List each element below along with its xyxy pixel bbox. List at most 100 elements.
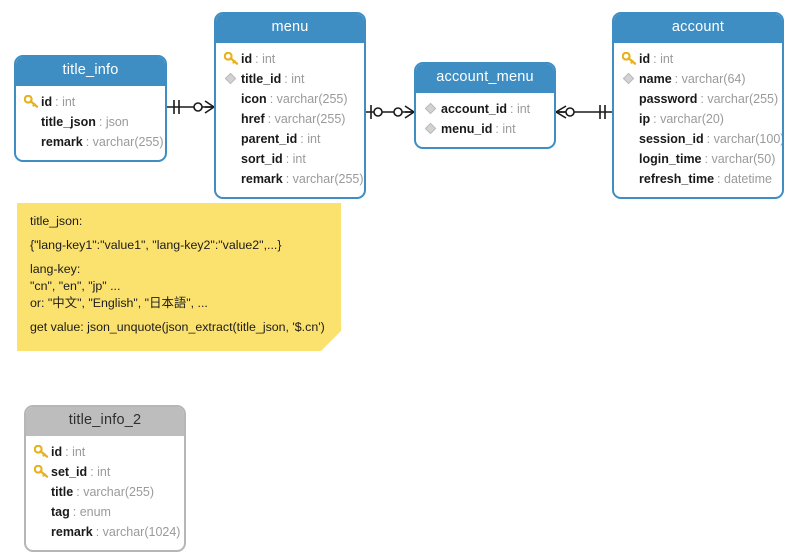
- note-line: lang-key:: [30, 262, 81, 276]
- field-type: : varchar(255): [85, 134, 164, 149]
- field-name: remark: [51, 524, 93, 539]
- primary-key-icon: [622, 52, 639, 66]
- foreign-key-diamond-icon: [424, 122, 441, 136]
- field-name: id: [51, 444, 63, 459]
- field-marker-none: [34, 505, 51, 519]
- primary-key-icon: [34, 465, 51, 479]
- field-marker-none: [224, 112, 241, 126]
- field-type: : varchar(255): [285, 171, 364, 186]
- field-row[interactable]: title_json: json: [24, 112, 157, 132]
- field-marker-none: [24, 135, 41, 149]
- field-row[interactable]: login_time: varchar(50): [622, 149, 776, 169]
- field-name: ip: [639, 111, 651, 126]
- field-row[interactable]: password: varchar(255): [622, 89, 778, 109]
- field-type: : varchar(50): [704, 151, 776, 166]
- note-fold-corner-icon: [321, 331, 341, 351]
- field-name: password: [639, 91, 698, 106]
- field-name: menu_id: [441, 121, 493, 136]
- field-row[interactable]: title: varchar(255): [34, 482, 176, 502]
- field-marker-none: [622, 92, 639, 106]
- entity-title_info[interactable]: title_info id: int title_json: json rem: [14, 55, 167, 162]
- field-row[interactable]: refresh_time: datetime: [622, 169, 774, 189]
- field-row[interactable]: parent_id: int: [224, 129, 356, 149]
- note-line: {"lang-key1":"value1", "lang-key2":"valu…: [30, 238, 282, 252]
- field-marker-none: [622, 112, 639, 126]
- field-name: title: [51, 484, 74, 499]
- foreign-key-diamond-icon: [622, 72, 639, 86]
- field-name: name: [639, 71, 672, 86]
- entity-menu-header: menu: [216, 14, 364, 43]
- field-type: : varchar(255): [267, 111, 346, 126]
- field-marker-none: [24, 115, 41, 129]
- field-marker-none: [224, 132, 241, 146]
- field-type: : int: [65, 444, 86, 459]
- field-row[interactable]: account_id: int: [424, 99, 546, 119]
- field-row[interactable]: remark: varchar(255): [224, 169, 364, 189]
- entity-account[interactable]: account id: int name: varc: [612, 12, 784, 199]
- field-type: : int: [653, 51, 674, 66]
- field-type: : enum: [72, 504, 111, 519]
- field-name: id: [639, 51, 651, 66]
- entity-title_info_2[interactable]: title_info_2 id: int: [24, 405, 186, 552]
- field-name: href: [241, 111, 265, 126]
- field-row[interactable]: set_id: int: [34, 462, 176, 482]
- entity-title_info-header: title_info: [16, 57, 165, 86]
- field-row[interactable]: title_id: int: [224, 69, 356, 89]
- foreign-key-diamond-icon: [224, 72, 241, 86]
- field-type: : varchar(20): [653, 111, 724, 126]
- field-type: : int: [90, 464, 111, 479]
- field-name: tag: [51, 504, 70, 519]
- field-row[interactable]: session_id: varchar(100): [622, 129, 782, 149]
- field-row[interactable]: ip: varchar(20): [622, 109, 774, 129]
- note-line: or: "中文", "English", "日本語", ...: [30, 296, 208, 310]
- field-row[interactable]: href: varchar(255): [224, 109, 356, 129]
- field-type: : int: [510, 101, 531, 116]
- field-type: : varchar(1024): [95, 524, 181, 539]
- field-row[interactable]: icon: varchar(255): [224, 89, 356, 109]
- sticky-note-text: title_json: {"lang-key1":"value1", "lang…: [17, 203, 341, 335]
- field-type: : int: [285, 151, 306, 166]
- field-row[interactable]: id: int: [34, 442, 176, 462]
- field-name: set_id: [51, 464, 88, 479]
- field-marker-none: [224, 152, 241, 166]
- foreign-key-diamond-icon: [424, 102, 441, 116]
- field-type: : varchar(100): [706, 131, 784, 146]
- field-row[interactable]: menu_id: int: [424, 119, 546, 139]
- entity-account_menu[interactable]: account_menu account_id: int menu_id: in…: [414, 62, 556, 149]
- entity-account-header: account: [614, 14, 782, 43]
- field-name: remark: [41, 134, 83, 149]
- field-row[interactable]: id: int: [224, 49, 356, 69]
- field-name: title_id: [241, 71, 282, 86]
- field-row[interactable]: name: varchar(64): [622, 69, 774, 89]
- note-line: get value: json_unquote(json_extract(tit…: [30, 320, 325, 334]
- sticky-note-title_json[interactable]: title_json: {"lang-key1":"value1", "lang…: [17, 203, 341, 351]
- field-name: remark: [241, 171, 283, 186]
- field-marker-none: [622, 152, 639, 166]
- field-type: : varchar(255): [700, 91, 779, 106]
- field-row[interactable]: sort_id: int: [224, 149, 356, 169]
- field-name: sort_id: [241, 151, 283, 166]
- field-row[interactable]: remark: varchar(255): [24, 132, 164, 152]
- entity-title_info-fields: id: int title_json: json remark: varchar…: [16, 86, 165, 160]
- field-marker-none: [224, 92, 241, 106]
- field-name: login_time: [639, 151, 702, 166]
- entity-menu[interactable]: menu id: int title_id: int: [214, 12, 366, 199]
- field-name: id: [241, 51, 253, 66]
- primary-key-icon: [24, 95, 41, 109]
- field-type: : varchar(64): [674, 71, 746, 86]
- field-name: title_json: [41, 114, 96, 129]
- field-row[interactable]: remark: varchar(1024): [34, 522, 180, 542]
- field-row[interactable]: tag: enum: [34, 502, 176, 522]
- field-row[interactable]: id: int: [622, 49, 774, 69]
- field-name: icon: [241, 91, 267, 106]
- field-type: : varchar(255): [76, 484, 155, 499]
- field-row[interactable]: id: int: [24, 92, 157, 112]
- field-name: session_id: [639, 131, 704, 146]
- field-marker-none: [622, 172, 639, 186]
- entity-title_info_2-fields: id: int set_id: int title: varchar(255): [26, 436, 184, 550]
- field-name: account_id: [441, 101, 507, 116]
- entity-title_info_2-header: title_info_2: [26, 407, 184, 436]
- field-type: : json: [98, 114, 129, 129]
- entity-account-fields: id: int name: varchar(64) password: varc…: [614, 43, 782, 197]
